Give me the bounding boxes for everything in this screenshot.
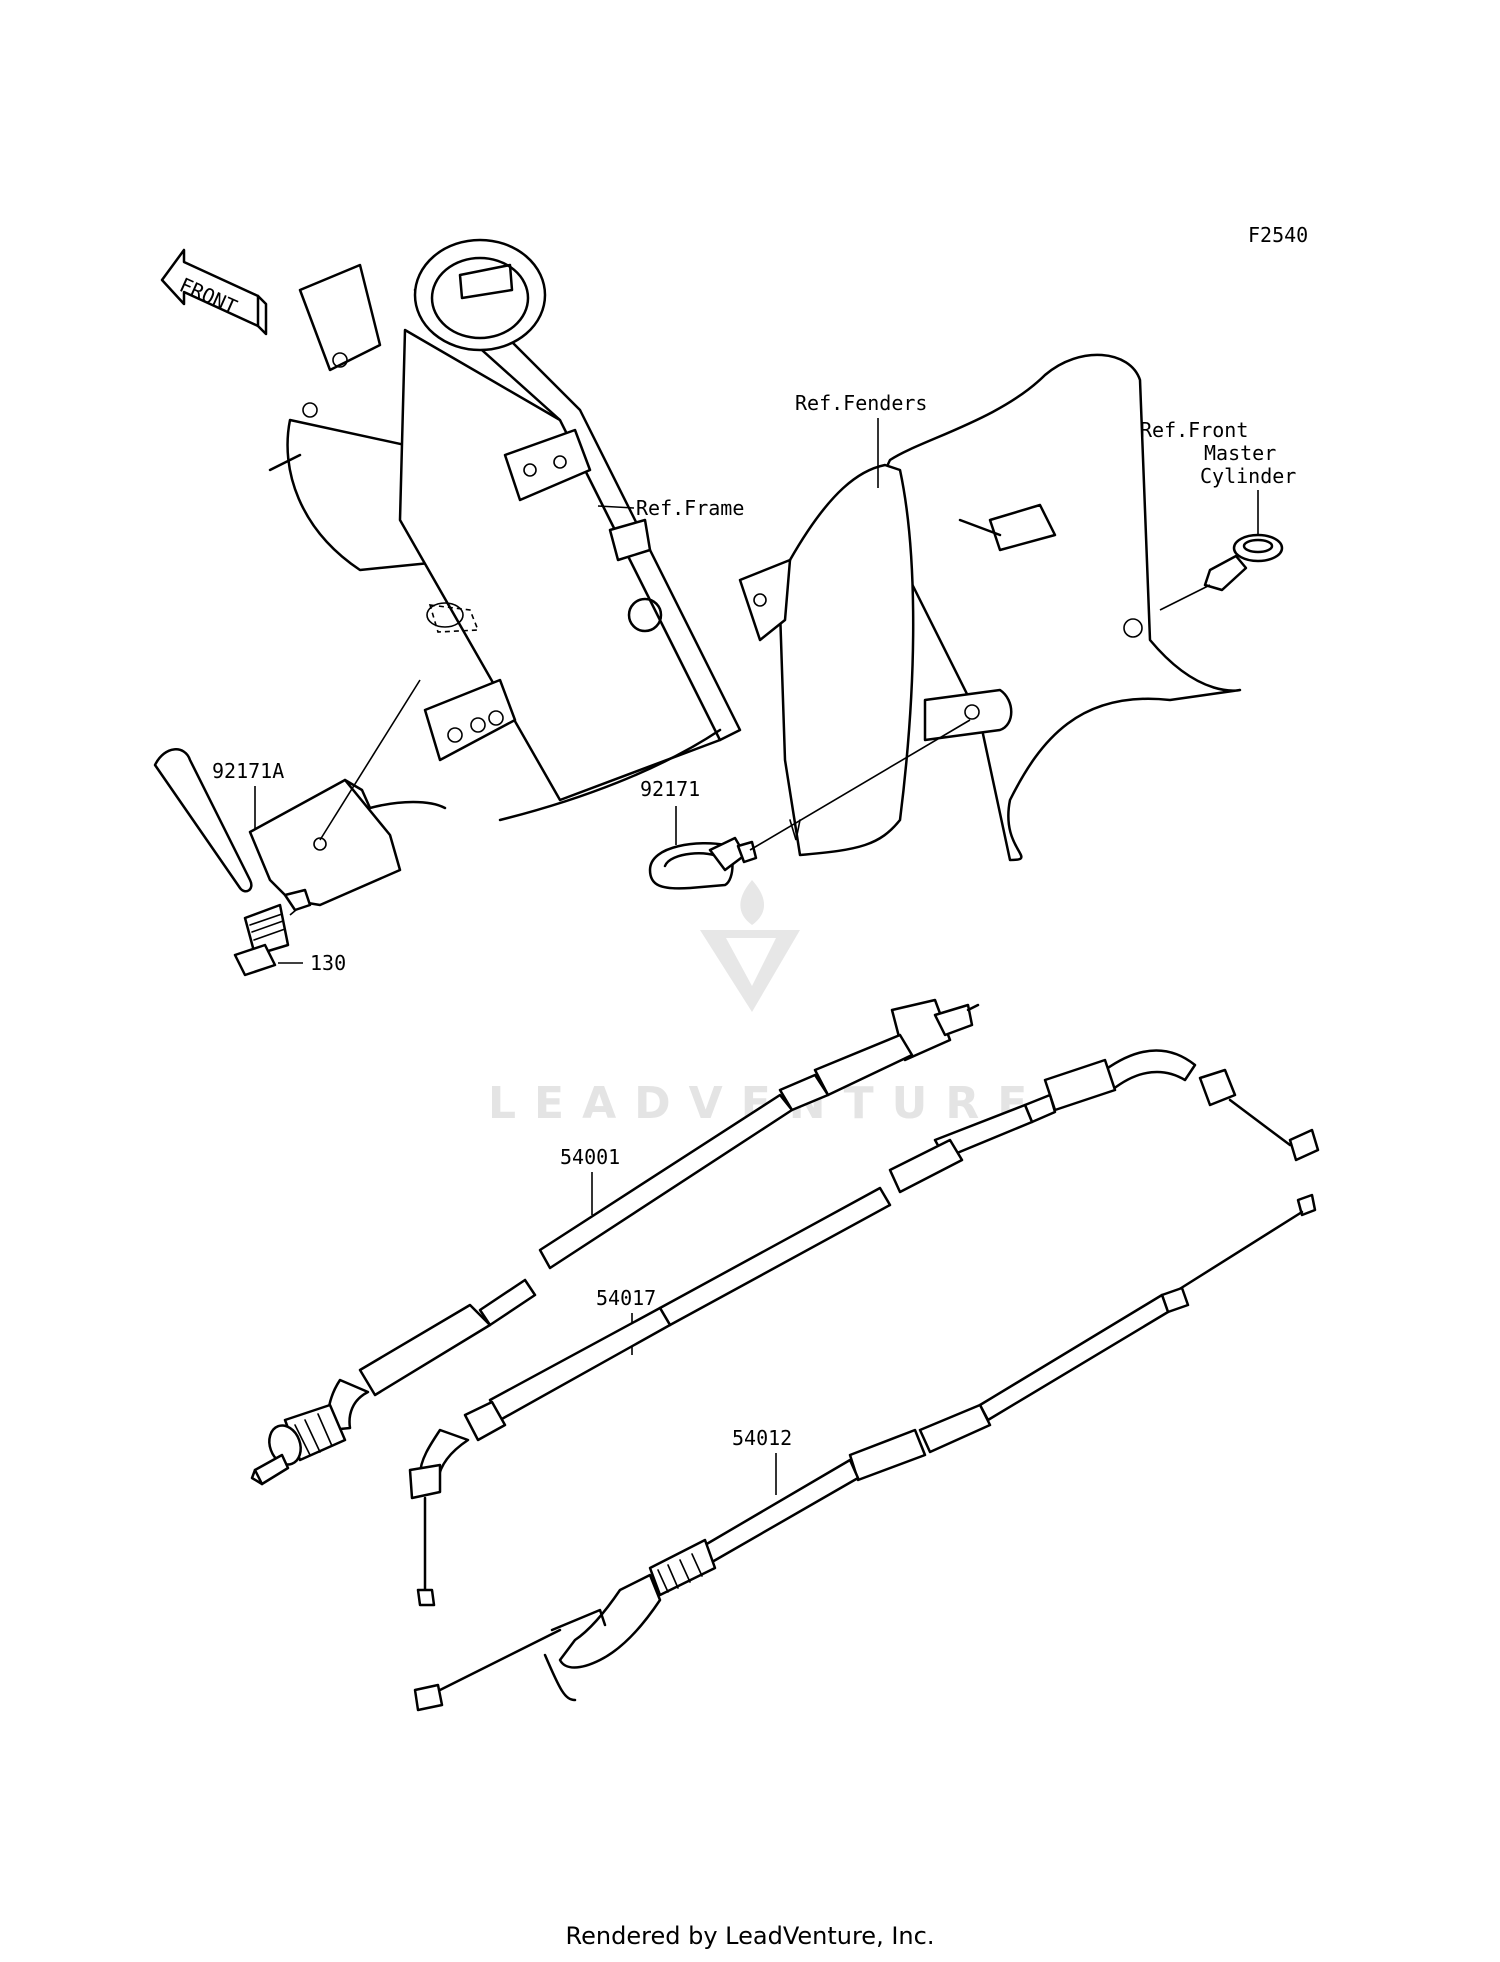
part-label-54001: 54001 (560, 1145, 620, 1169)
ref-front-master-cylinder-label-3: Cylinder (1200, 464, 1296, 488)
part-label-92171: 92171 (640, 777, 700, 801)
part-130-bolt-icon (233, 903, 303, 977)
part-label-54012: 54012 (732, 1426, 792, 1450)
part-92171A-illustration (153, 748, 447, 912)
diagram-code: F2540 (1248, 223, 1308, 247)
footer-credit: Rendered by LeadVenture, Inc. (565, 1922, 935, 1950)
part-label-130: 130 (310, 951, 346, 975)
ref-frame-label: Ref.Frame (636, 496, 744, 520)
ref-front-master-cylinder-label-1: Ref.Front (1140, 418, 1248, 442)
leadventure-watermark: LEADVENTURE (488, 880, 1027, 1129)
fender-illustration (738, 353, 1242, 862)
front-arrow-icon: FRONT (160, 248, 268, 336)
part-54017-cable-illustration (408, 1049, 1320, 1607)
part-54012-cable-illustration (413, 1193, 1317, 1712)
part-label-54017: 54017 (596, 1286, 656, 1310)
ref-front-master-cylinder-label-2: Master (1204, 441, 1276, 465)
part-92171-illustration (648, 806, 758, 890)
part-label-92171A: 92171A (212, 759, 284, 783)
frame-illustration (268, 238, 742, 822)
ref-fenders-label: Ref.Fenders (795, 391, 927, 415)
master-cylinder-clamp-illustration (1159, 490, 1284, 611)
part-54001-cable-illustration (250, 998, 980, 1486)
